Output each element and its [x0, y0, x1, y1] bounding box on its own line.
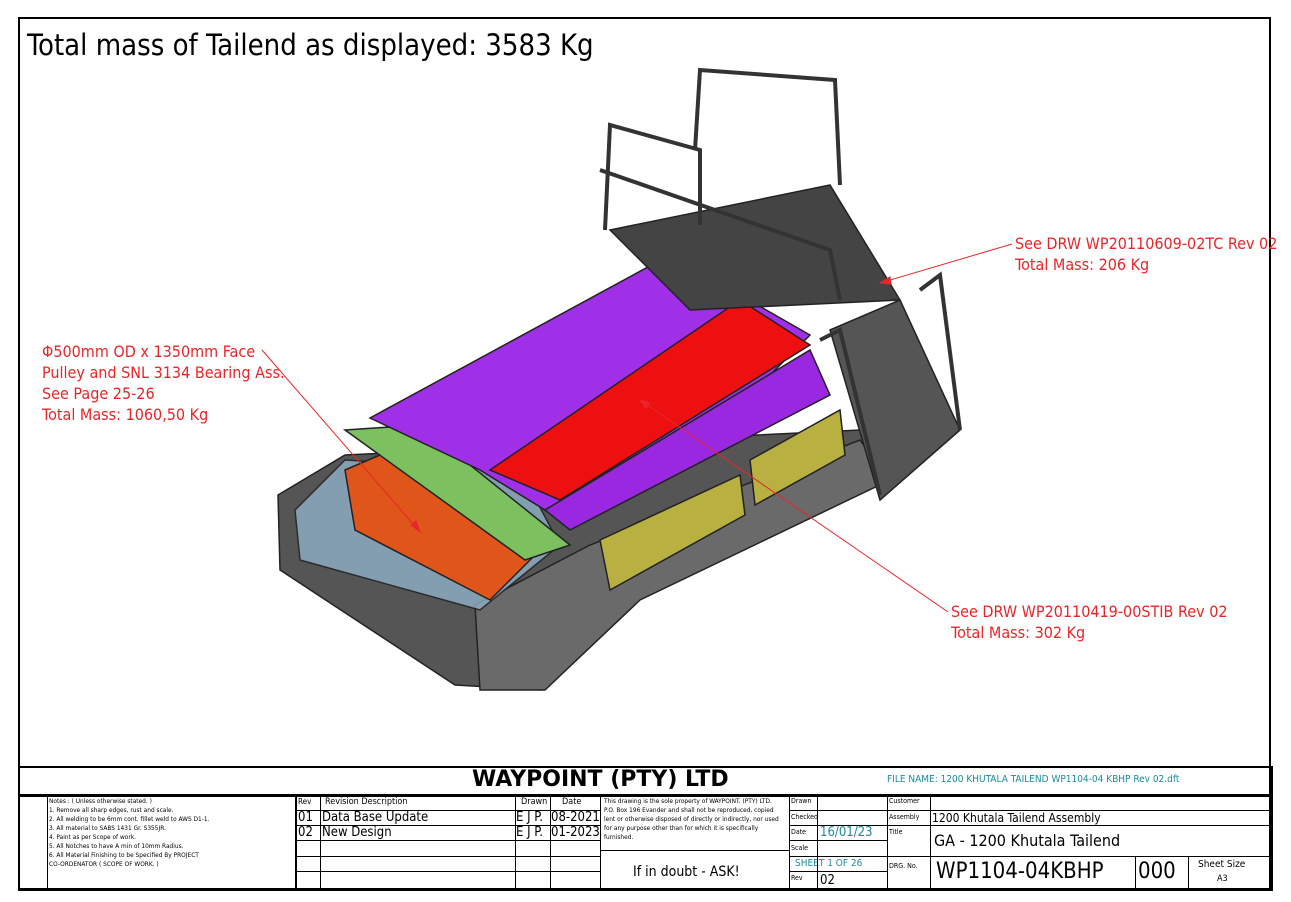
note: 4. Paint as per Scope of work.	[49, 833, 136, 841]
assembly-value: 1200 Khutala Tailend Assembly	[932, 811, 1101, 825]
desc-cell: Data Base Update	[322, 810, 429, 825]
grid-line	[887, 825, 1273, 826]
grid-line	[320, 795, 321, 891]
handrail	[819, 327, 882, 496]
purple-side	[543, 348, 831, 531]
handrail	[918, 271, 962, 431]
pulley-drum	[344, 454, 537, 601]
property-line: lent or otherwise disposed of directly o…	[604, 815, 779, 823]
mesh-guard	[749, 408, 846, 507]
rev-header: Rev	[298, 797, 312, 806]
grid-line	[789, 856, 887, 857]
title-label: Title	[889, 828, 903, 836]
doubt-text: If in doubt - ASK!	[633, 864, 740, 880]
grid-line	[296, 856, 600, 857]
chute-callout-line1: See DRW WP20110419-00STIB Rev 02	[951, 602, 1228, 621]
note: CO-ORDENATOR ( SCOPE OF WORK. )	[49, 860, 159, 868]
grid-line	[296, 825, 600, 826]
grid-line	[296, 840, 600, 841]
handrail	[603, 122, 702, 231]
total-mass-heading: Total mass of Tailend as displayed: 3583…	[27, 28, 594, 62]
rev-cell: 01	[298, 810, 313, 825]
grid-line	[887, 795, 888, 891]
tailend-3d-view	[261, 67, 1013, 691]
drawn-cell: E J P.	[516, 825, 544, 840]
date-cell: 08-2021	[551, 810, 600, 825]
date-header: Date	[562, 797, 582, 807]
note: Notes : ( Unless otherwise stated. )	[49, 797, 152, 805]
grid-line	[600, 795, 601, 891]
grid-line	[789, 825, 887, 826]
grid-line	[887, 856, 1273, 857]
desc-header: Revision Description	[325, 797, 408, 807]
note: 6. All Material Finishing to be Specifie…	[49, 851, 199, 859]
drawn-cell: E J P.	[516, 810, 544, 825]
grid-line	[296, 810, 600, 811]
red-cover	[488, 299, 812, 501]
property-line: P.O. Box 196 Evander and shall not be re…	[604, 806, 774, 814]
handrail	[693, 67, 842, 186]
grid-line	[789, 840, 887, 841]
mesh-guard	[599, 473, 746, 592]
note: 2. All welding to be 6mm cont. fillet we…	[49, 815, 210, 823]
assembly-label: Assembly	[889, 813, 920, 821]
date-cell: 01-2023	[551, 825, 600, 840]
customer-label: Customer	[889, 797, 920, 805]
grid-line	[1135, 856, 1136, 891]
drawing-suffix: 000	[1138, 859, 1176, 884]
handrail	[599, 168, 842, 301]
grid-line	[296, 795, 297, 891]
chute-callout-line2: Total Mass: 302 Kg	[951, 623, 1086, 642]
pulley-callout-line4: Total Mass: 1060,50 Kg	[42, 405, 209, 424]
rev-cell: 02	[298, 825, 313, 840]
drawn-header: Drawn	[521, 797, 548, 807]
rev-label: Rev	[791, 874, 803, 882]
drawing-number: WP1104-04KBHP	[936, 859, 1104, 884]
note: 5. All Notches to have A min of 10mm Rad…	[49, 842, 184, 850]
file-name: FILE NAME: 1200 KHUTALA TAILEND WP1104-0…	[887, 774, 1180, 785]
date-label: Date	[791, 828, 807, 836]
grid-line	[1188, 856, 1189, 891]
leader-pulley	[261, 349, 421, 533]
walkway-callout-line1: See DRW WP20110609-02TC Rev 02	[1015, 234, 1278, 253]
note: 3. All material to SABS 1431 Gr. S355JR.	[49, 824, 166, 832]
property-statement: This drawing is the sole property of WAY…	[604, 797, 779, 842]
scale-label: Scale	[791, 844, 808, 852]
sheet-size-label: Sheet Size	[1198, 859, 1246, 870]
notes-list: Notes : ( Unless otherwise stated. ) 1. …	[49, 797, 209, 869]
property-line: for any purpose other than for which it …	[604, 824, 759, 832]
date-value: 16/01/23	[820, 825, 873, 840]
drawn-label: Drawn	[791, 797, 812, 805]
sheet-number: SHEET 1 OF 26	[795, 858, 863, 869]
sheet-size-value: A3	[1217, 874, 1228, 884]
property-line: furnished.	[604, 833, 634, 841]
grid-line	[789, 871, 887, 872]
grid-line	[789, 810, 887, 811]
property-line: This drawing is the sole property of WAY…	[604, 797, 772, 805]
note: 1. Remove all sharp edges, rust and scal…	[49, 806, 174, 814]
notes-box	[47, 795, 296, 891]
pulley-callout-line3: See Page 25-26	[42, 384, 155, 403]
grid-line	[515, 795, 516, 891]
pulley-callout-line2: Pulley and SNL 3134 Bearing Ass.	[42, 363, 285, 382]
grid-line	[296, 871, 600, 872]
grid-line	[550, 795, 551, 891]
grid-line	[817, 795, 818, 891]
grid-line	[930, 795, 931, 891]
walkway-callout-line2: Total Mass: 206 Kg	[1015, 255, 1150, 274]
pulley-callout-line1: Φ500mm OD x 1350mm Face	[42, 342, 256, 361]
desc-cell: New Design	[322, 825, 392, 840]
drg-label: DRG. No.	[889, 862, 918, 870]
checked-label: Checked	[791, 813, 819, 821]
leader-walkway	[879, 243, 1013, 284]
rev-value: 02	[820, 873, 835, 888]
company-name: WAYPOINT (PTY) LTD	[472, 767, 729, 792]
grid-line	[887, 810, 1273, 811]
grid-line	[789, 795, 790, 891]
leader-chute	[639, 399, 949, 613]
title-block	[18, 795, 1273, 891]
drawing-title: GA - 1200 Khutala Tailend	[934, 831, 1121, 850]
